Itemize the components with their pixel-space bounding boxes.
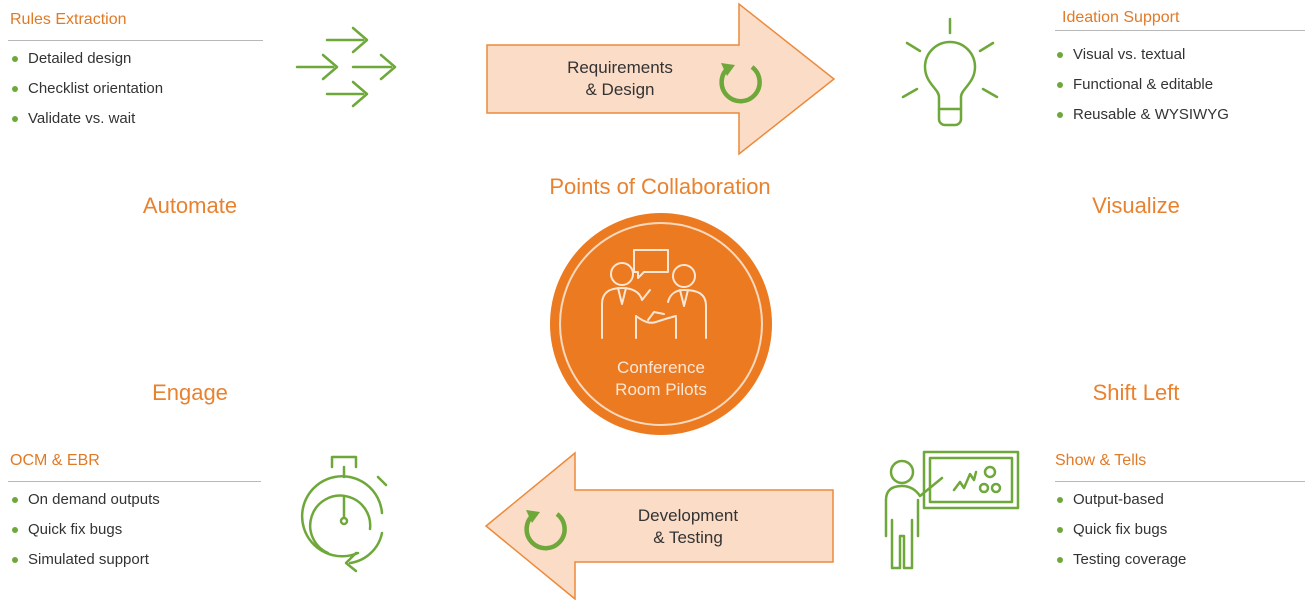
- development-label: Development & Testing: [637, 506, 739, 547]
- rules-extraction-list: Detailed design Checklist orientation Va…: [10, 44, 163, 134]
- list-item: Quick fix bugs: [1055, 515, 1186, 545]
- requirements-arrow: [486, 2, 836, 156]
- points-of-collaboration-title: Points of Collaboration: [549, 174, 771, 199]
- list-item: Functional & editable: [1055, 70, 1229, 100]
- divider: [8, 481, 261, 482]
- forward-arrows-icon: [295, 26, 397, 108]
- refresh-icon: [719, 63, 762, 104]
- show-tells-title: Show & Tells: [1055, 452, 1147, 469]
- list-item: Testing coverage: [1055, 545, 1186, 575]
- visualize-label: Visualize: [1092, 193, 1180, 218]
- show-tells-list: Output-based Quick fix bugs Testing cove…: [1055, 485, 1186, 575]
- shift-left-label: Shift Left: [1092, 380, 1180, 405]
- list-item: Validate vs. wait: [10, 104, 163, 134]
- ideation-support-list: Visual vs. textual Functional & editable…: [1055, 40, 1229, 130]
- ocm-ebr-title: OCM & EBR: [10, 452, 100, 469]
- ideation-support-title: Ideation Support: [1062, 9, 1180, 26]
- engage-label: Engage: [152, 380, 228, 405]
- presenter-icon: [884, 450, 1020, 570]
- list-item: Simulated support: [10, 545, 160, 575]
- list-item: On demand outputs: [10, 485, 160, 515]
- divider: [8, 40, 263, 41]
- stopwatch-icon: [300, 455, 388, 573]
- requirements-label: Requirements & Design: [567, 58, 673, 99]
- ocm-ebr-list: On demand outputs Quick fix bugs Simulat…: [10, 485, 160, 575]
- refresh-icon: [524, 510, 567, 551]
- conference-room-circle: [550, 213, 772, 435]
- list-item: Reusable & WYSIWYG: [1055, 100, 1229, 130]
- handshake-icon: [601, 249, 707, 339]
- list-item: Visual vs. textual: [1055, 40, 1229, 70]
- conference-room-pilots-label: Conference Room Pilots: [615, 358, 707, 399]
- development-arrow: [484, 451, 834, 600]
- list-item: Quick fix bugs: [10, 515, 160, 545]
- divider: [1055, 481, 1305, 482]
- rules-extraction-title: Rules Extraction: [10, 11, 127, 28]
- list-item: Output-based: [1055, 485, 1186, 515]
- lightbulb-icon: [901, 17, 999, 127]
- list-item: Checklist orientation: [10, 74, 163, 104]
- automate-label: Automate: [142, 193, 238, 218]
- divider: [1055, 30, 1305, 31]
- list-item: Detailed design: [10, 44, 163, 74]
